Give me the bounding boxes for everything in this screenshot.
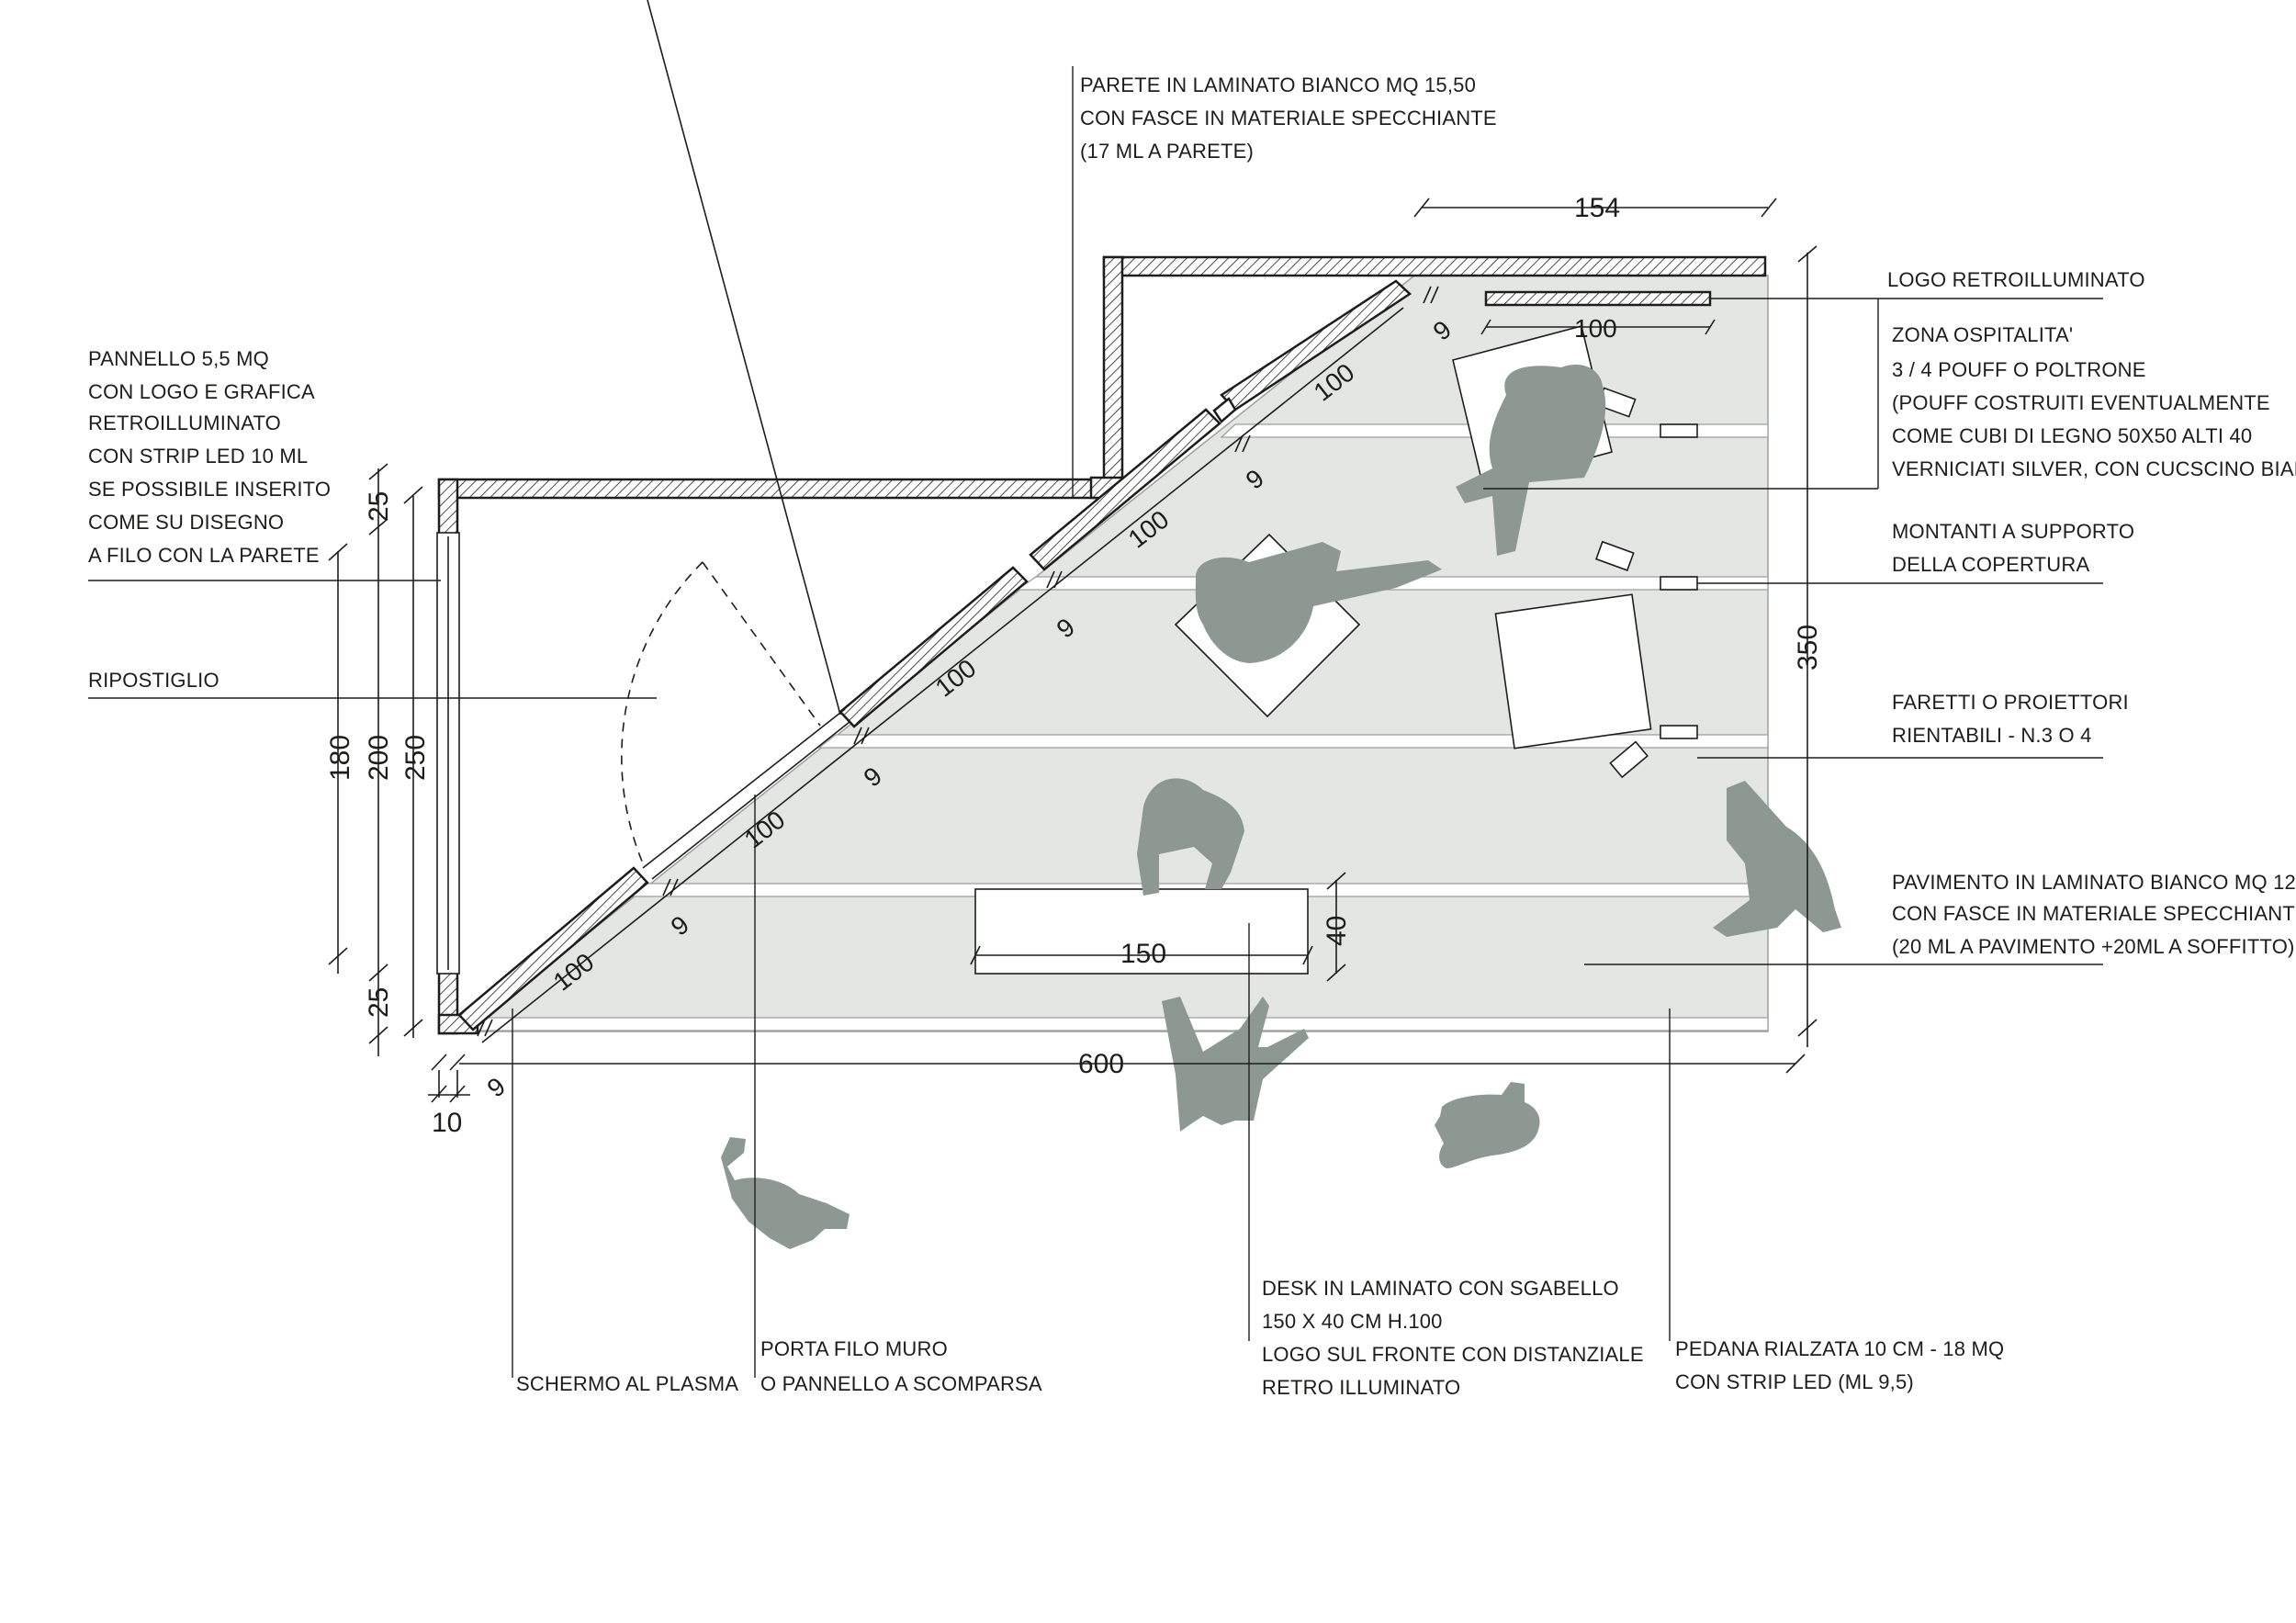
dim-350: 350: [1793, 625, 1823, 671]
note-schermo: SCHERMO AL PLASMA: [516, 1372, 738, 1395]
svg-text:150 X 40 CM H.100: 150 X 40 CM H.100: [1262, 1310, 1443, 1333]
svg-text:COME SU DISEGNO: COME SU DISEGNO: [88, 511, 284, 534]
leader-lines: [88, 66, 2103, 1378]
svg-text:CON FASCE IN MATERIALE SPECCHI: CON FASCE IN MATERIALE SPECCHIANTE: [1892, 902, 2296, 925]
note-ripostiglio: RIPOSTIGLIO: [88, 669, 219, 692]
note-pedana: PEDANA RIALZATA 10 CM - 18 MQ CON STRIP …: [1675, 1337, 2004, 1393]
note-montanti: MONTANTI A SUPPORTO DELLA COPERTURA: [1892, 520, 2134, 576]
person-3: [1137, 778, 1244, 896]
svg-text:SE POSSIBILE INSERITO: SE POSSIBILE INSERITO: [88, 478, 331, 501]
dim-10: 10: [432, 1108, 462, 1138]
backlit-logo: [1484, 290, 1712, 307]
dim-25-bottom: 25: [364, 987, 394, 1018]
svg-text:COME CUBI DI LEGNO 50X50 ALTI: COME CUBI DI LEGNO 50X50 ALTI 40: [1892, 424, 2252, 447]
dimension-lines: [328, 197, 1818, 1103]
note-pannello: PANNELLO 5,5 MQ CON LOGO E GRAFICA RETRO…: [88, 347, 331, 567]
diagonal-wall-panels: [457, 279, 1412, 1031]
door-panel-inner: [651, 721, 850, 880]
svg-text:PAVIMENTO IN LAMINATO BIANCO M: PAVIMENTO IN LAMINATO BIANCO MQ 12,60: [1892, 871, 2296, 894]
svg-text:PARETE IN LAMINATO BIANCO MQ 1: PARETE IN LAMINATO BIANCO MQ 15,50: [1080, 73, 1476, 96]
note-desk: DESK IN LAMINATO CON SGABELLO 150 X 40 C…: [1262, 1277, 1644, 1399]
dim-diag-9: 9: [482, 1072, 511, 1103]
svg-text:CON STRIP LED (ML 9,5): CON STRIP LED (ML 9,5): [1675, 1370, 1914, 1393]
svg-text:PEDANA RIALZATA 10 CM - 18 MQ: PEDANA RIALZATA 10 CM - 18 MQ: [1675, 1337, 2004, 1360]
note-faretti: FARETTI O PROIETTORI RIENTABILI - N.3 O …: [1892, 691, 2129, 747]
desk: [974, 888, 1309, 975]
svg-text:DELLA COPERTURA: DELLA COPERTURA: [1892, 553, 2089, 576]
dim-40: 40: [1322, 916, 1352, 946]
svg-text:CON FASCE IN MATERIALE SPECCHI: CON FASCE IN MATERIALE SPECCHIANTE: [1080, 107, 1497, 130]
dim-180: 180: [325, 735, 355, 781]
svg-text:VERNICIATI SILVER, CON CUCSCIN: VERNICIATI SILVER, CON CUCSCINO BIANCO): [1892, 457, 2296, 480]
note-zona: ZONA OSPITALITA' 3 / 4 POUFF O POLTRONE …: [1892, 323, 2296, 480]
dim-200: 200: [364, 735, 394, 781]
svg-text:LOGO SUL FRONTE CON DISTANZIAL: LOGO SUL FRONTE CON DISTANZIALE: [1262, 1343, 1644, 1366]
svg-text:A FILO CON LA PARETE: A FILO CON LA PARETE: [88, 544, 320, 567]
dim-154: 154: [1574, 193, 1620, 223]
dim-250: 250: [400, 735, 431, 781]
spotlights: [1594, 387, 1698, 779]
svg-text:RETROILLUMINATO: RETROILLUMINATO: [88, 411, 281, 434]
svg-text:ZONA OSPITALITA': ZONA OSPITALITA': [1892, 323, 2073, 346]
door-line: [647, 0, 841, 716]
svg-text:CON LOGO E GRAFICA: CON LOGO E GRAFICA: [88, 380, 315, 403]
dim-150: 150: [1120, 939, 1166, 969]
dim-600: 600: [1078, 1049, 1124, 1079]
note-pavimento: PAVIMENTO IN LAMINATO BIANCO MQ 12,60 CO…: [1892, 871, 2296, 958]
door-panel: [642, 708, 846, 869]
svg-text:O PANNELLO A SCOMPARSA: O PANNELLO A SCOMPARSA: [760, 1372, 1042, 1395]
svg-text:PORTA FILO MURO: PORTA FILO MURO: [760, 1337, 948, 1360]
svg-text:DESK IN LAMINATO CON SGABELLO: DESK IN LAMINATO CON SGABELLO: [1262, 1277, 1619, 1300]
diagonal-ticks: [477, 286, 1439, 1037]
dim-25-top: 25: [364, 491, 394, 522]
note-parete: PARETE IN LAMINATO BIANCO MQ 15,50 CON F…: [1080, 73, 1497, 163]
person-1: [1456, 364, 1606, 556]
svg-text:(POUFF COSTRUITI EVENTUALMENTE: (POUFF COSTRUITI EVENTUALMENTE: [1892, 391, 2270, 414]
person-7: [721, 1137, 850, 1249]
note-logo: LOGO RETROILLUMINATO: [1887, 268, 2145, 291]
dim-logo-100: 100: [1574, 314, 1617, 343]
person-4: [1713, 781, 1841, 937]
svg-text:MONTANTI A SUPPORTO: MONTANTI A SUPPORTO: [1892, 520, 2134, 543]
svg-text:(20 ML A PAVIMENTO +20ML A SOF: (20 ML A PAVIMENTO +20ML A SOFFITTO): [1892, 935, 2295, 958]
svg-text:CON STRIP LED 10 ML: CON STRIP LED 10 ML: [88, 445, 308, 468]
svg-text:3 / 4 POUFF O POLTRONE: 3 / 4 POUFF O POLTRONE: [1892, 358, 2146, 381]
person-6: [1435, 1082, 1540, 1168]
svg-text:PANNELLO 5,5 MQ: PANNELLO 5,5 MQ: [88, 347, 269, 370]
note-porta: PORTA FILO MURO O PANNELLO A SCOMPARSA: [760, 1337, 1042, 1395]
door-swing-arc: [621, 561, 703, 864]
person-2: [1195, 542, 1442, 663]
svg-text:RIENTABILI - N.3 O 4: RIENTABILI - N.3 O 4: [1892, 724, 2092, 747]
svg-text:(17 ML A PARETE): (17 ML A PARETE): [1080, 140, 1254, 163]
svg-text:RETRO ILLUMINATO: RETRO ILLUMINATO: [1262, 1376, 1460, 1399]
svg-text:FARETTI O PROIETTORI: FARETTI O PROIETTORI: [1892, 691, 2129, 714]
